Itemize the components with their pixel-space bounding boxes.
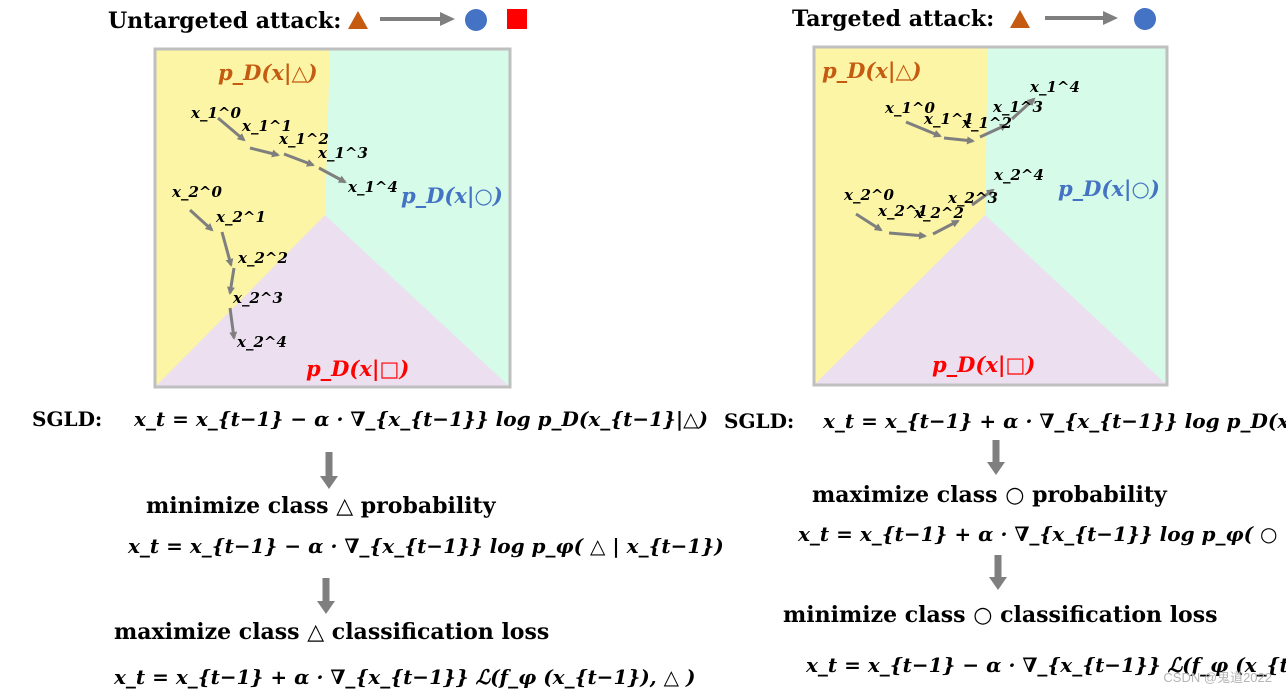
right-title: Targeted attack: [792,6,994,32]
left-label-circle: p_D(x|○) [401,183,503,208]
right-x1-0: x_1^0 [884,99,935,117]
left-down-arrowhead-2-icon [317,601,335,614]
left-path1-arrows [217,116,347,184]
right-x2-2: x_2^2 [913,204,964,222]
right-step2: minimize class ○ classification loss [783,602,1218,628]
left-down-arrowhead-1-icon [320,476,338,489]
left-step1: minimize class △ probability [146,493,497,519]
right-region-triangle [814,47,988,385]
left-x2-1: x_2^1 [215,208,266,226]
left-region-triangle [155,49,330,387]
right-path1-labels: x_1^0 x_1^1 x_1^2 x_1^3 x_1^4 [884,78,1080,132]
left-eq2: x_t = x_{t−1} − α · ∇_{x_{t−1}} log p_φ(… [127,534,724,558]
left-path1-labels: x_1^0 x_1^1 x_1^2 x_1^3 x_1^4 [190,104,398,196]
right-x2-4: x_2^4 [993,166,1044,184]
left-region-map [153,47,512,389]
left-x1-3: x_1^3 [317,144,368,162]
right-eq1: x_t = x_{t−1} + α · ∇_{x_{t−1}} log p_D(… [822,409,1286,433]
left-region-circle [325,49,510,387]
right-x1-1: x_1^1 [923,110,974,128]
right-label-square: p_D(x|□) [932,352,1035,377]
right-title-circle-icon [1134,8,1156,30]
left-panel: Untargeted attack: p_D(x|△) p_D(x|○) p_D… [32,8,724,689]
left-x1-4: x_1^4 [347,178,398,196]
left-title-circle-icon [465,9,487,31]
right-label-circle: p_D(x|○) [1058,176,1160,201]
left-path2-labels: x_2^0 x_2^1 x_2^2 x_2^3 x_2^4 [171,183,288,351]
left-title-square-icon [507,9,527,29]
right-region-map [812,45,1169,387]
left-x2-4: x_2^4 [236,333,287,351]
right-x1-2: x_1^2 [961,114,1012,132]
right-path2-labels: x_2^0 x_2^1 x_2^2 x_2^3 x_2^4 [843,166,1044,222]
right-panel: Targeted attack: p_D(x|△) p_D(x|○) p_D(x… [724,6,1286,677]
right-step1: maximize class ○ probability [812,482,1168,508]
left-x1-2: x_1^2 [278,130,329,148]
left-step2: maximize class △ classification loss [114,619,549,645]
right-region-circle [985,47,1167,385]
right-label-triangle: p_D(x|△) [822,58,922,83]
left-x1-0: x_1^0 [190,104,241,122]
right-eq2: x_t = x_{t−1} + α · ∇_{x_{t−1}} log p_φ(… [797,522,1286,546]
left-x2-0: x_2^0 [171,183,222,201]
right-x2-3: x_2^3 [947,189,998,207]
left-eq1: x_t = x_{t−1} − α · ∇_{x_{t−1}} log p_D(… [133,407,708,431]
right-sgld-label: SGLD: [724,409,794,433]
watermark: CSDN @鬼道2022 [1163,670,1272,685]
left-title: Untargeted attack: [108,8,341,34]
left-label-triangle: p_D(x|△) [218,60,318,85]
right-title-triangle-icon [1010,10,1030,28]
right-x1-4: x_1^4 [1029,78,1080,96]
right-down-arrowhead-1-icon [987,462,1005,475]
right-x2-0: x_2^0 [843,186,894,204]
left-x2-2: x_2^2 [237,249,288,267]
left-x1-1: x_1^1 [241,117,292,135]
left-path2-arrows [188,208,238,340]
right-path1-arrows [905,97,1036,145]
right-region-border [812,45,1169,387]
right-down-arrowhead-2-icon [989,577,1007,590]
left-label-square: p_D(x|□) [306,356,409,381]
left-title-arrowhead-icon [440,12,455,26]
left-sgld-label: SGLD: [32,407,102,431]
right-x2-1: x_2^1 [877,202,928,220]
right-path2-arrows [855,188,995,240]
left-eq3: x_t = x_{t−1} + α · ∇_{x_{t−1}} ℒ(f_φ (x… [113,665,695,689]
left-x2-3: x_2^3 [232,289,283,307]
right-eq3: x_t = x_{t−1} − α · ∇_{x_{t−1}} ℒ(f_φ (x… [805,653,1286,677]
right-title-arrowhead-icon [1103,11,1118,25]
right-x1-3: x_1^3 [992,98,1043,116]
left-title-triangle-icon [348,11,368,29]
left-region-border [153,47,512,389]
